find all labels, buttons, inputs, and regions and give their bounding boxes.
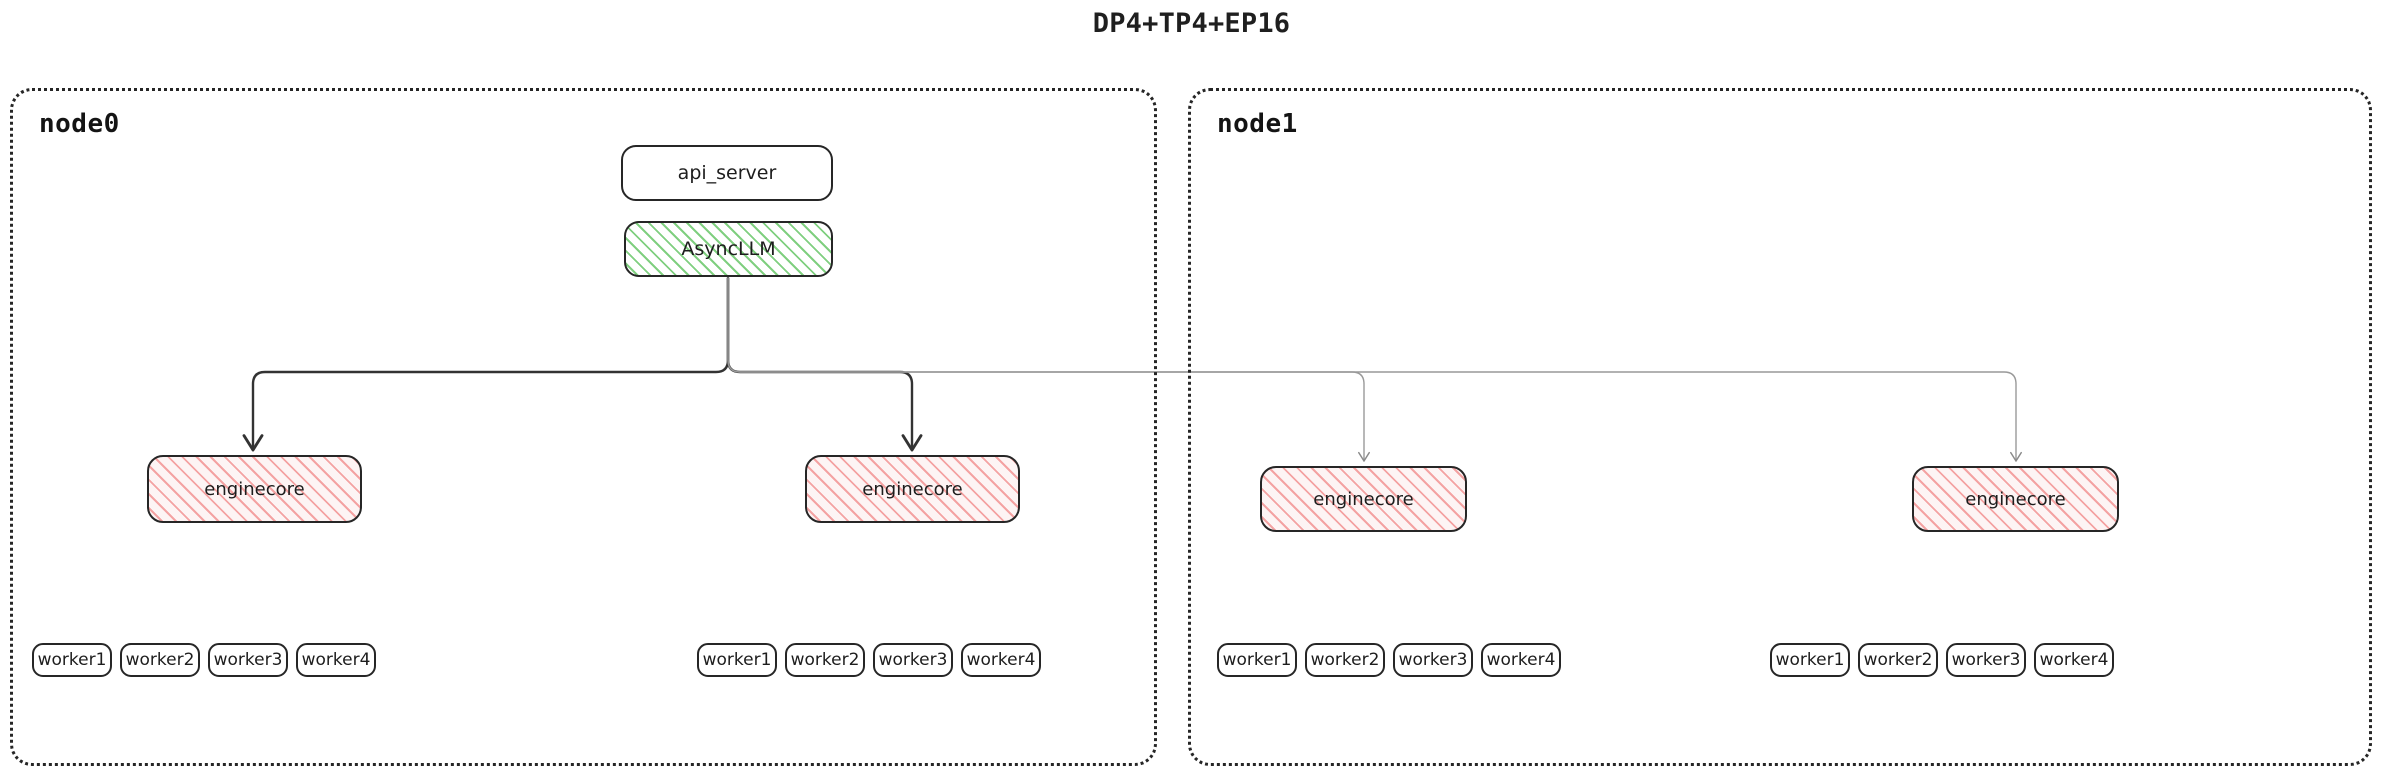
node-worker[interactable]: worker4 [1481,643,1561,677]
node-worker[interactable]: worker3 [1393,643,1473,677]
subgraph-label-node0: node0 [39,109,120,139]
node-enginecore[interactable]: enginecore [147,455,362,523]
node-worker[interactable]: worker2 [1858,643,1938,677]
node-worker[interactable]: worker2 [120,643,200,677]
subgraph-label-node1: node1 [1217,109,1298,139]
node-worker[interactable]: worker3 [208,643,288,677]
node-worker[interactable]: worker1 [1770,643,1850,677]
node-worker[interactable]: worker3 [1946,643,2026,677]
page-title: DP4+TP4+EP16 [1092,8,1291,39]
node-enginecore[interactable]: enginecore [805,455,1020,523]
node-async-llm[interactable]: AsyncLLM [624,221,833,277]
node-worker[interactable]: worker1 [32,643,112,677]
subgraph-node1: node1 [1188,88,2372,766]
subgraph-node0: node0 [10,88,1157,766]
node-worker[interactable]: worker1 [1217,643,1297,677]
node-worker[interactable]: worker4 [2034,643,2114,677]
node-worker[interactable]: worker4 [296,643,376,677]
node-enginecore[interactable]: enginecore [1260,466,1467,532]
node-worker[interactable]: worker4 [961,643,1041,677]
node-worker[interactable]: worker3 [873,643,953,677]
node-enginecore[interactable]: enginecore [1912,466,2119,532]
node-worker[interactable]: worker1 [697,643,777,677]
node-worker[interactable]: worker2 [785,643,865,677]
node-api-server[interactable]: api_server [621,145,833,201]
node-worker[interactable]: worker2 [1305,643,1385,677]
